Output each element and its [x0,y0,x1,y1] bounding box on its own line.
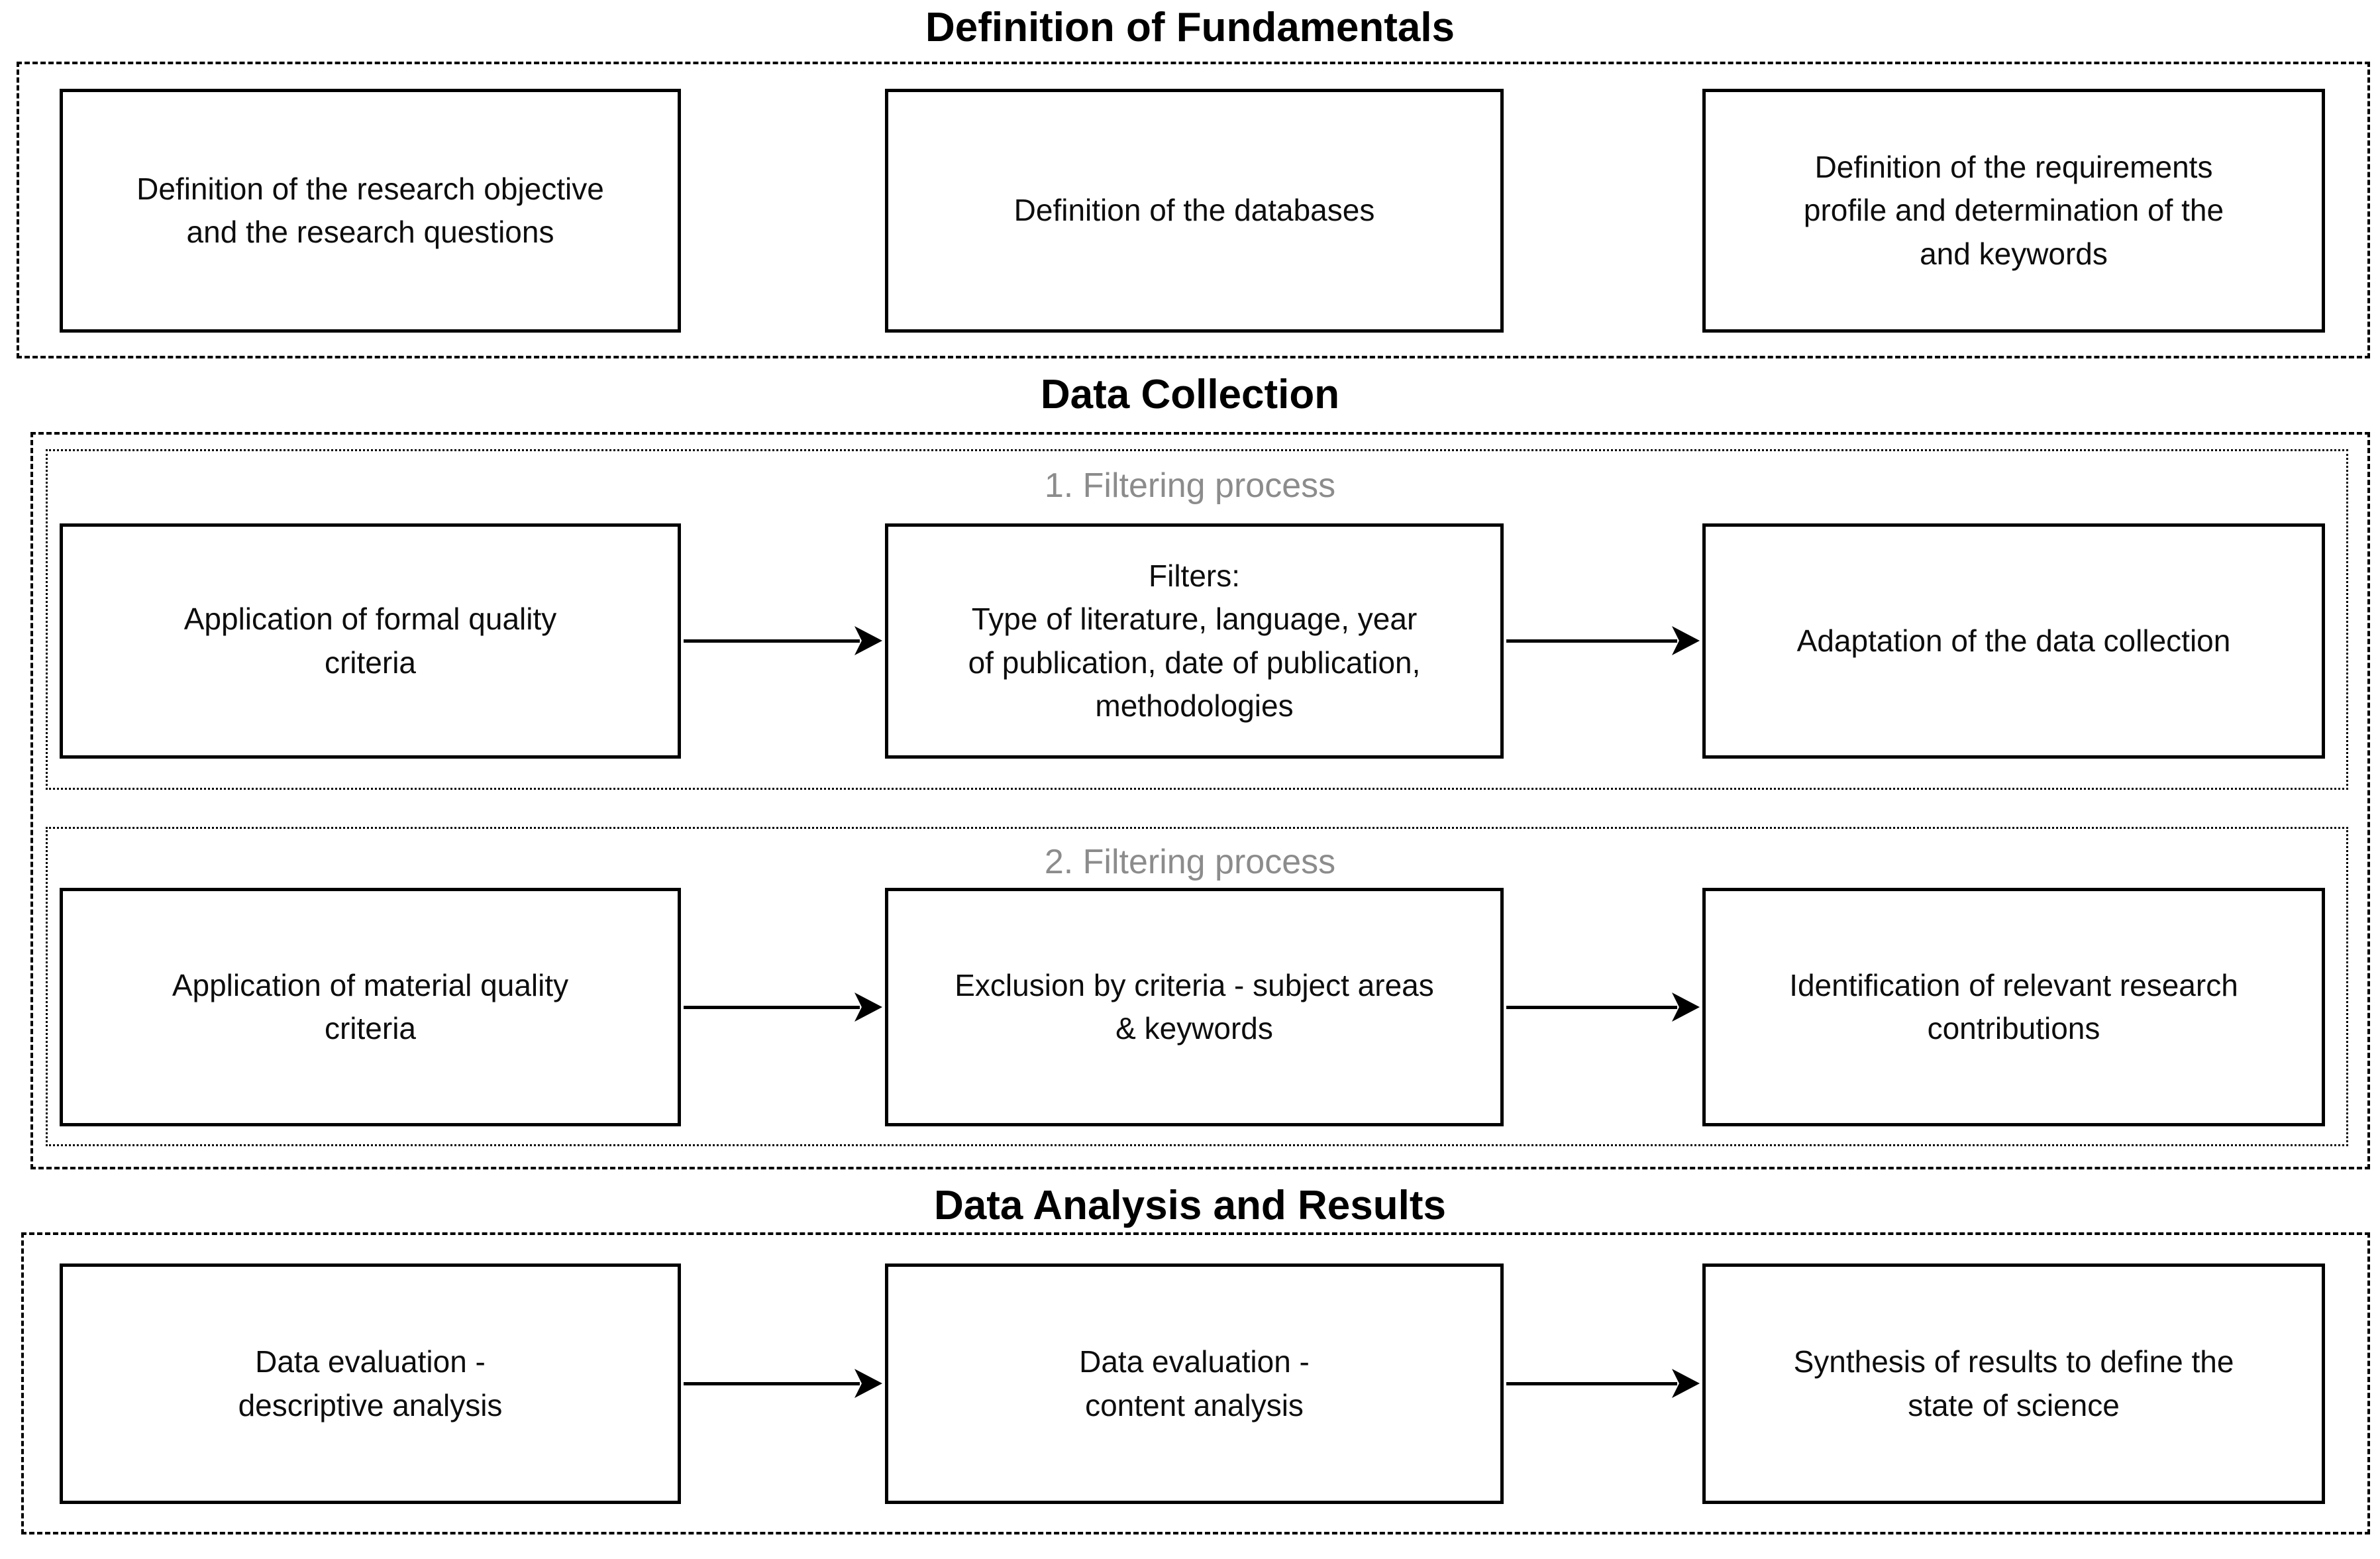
filtering-1-label: 1. Filtering process [1044,466,1336,505]
flow-arrow-icon [1506,1369,1700,1398]
section-title-analysis: Data Analysis and Results [934,1183,1446,1228]
box-requirements-profile-text: Definition of the requirements profile a… [1803,150,2224,271]
filtering-2-label: 2. Filtering process [1044,843,1336,881]
box-content-analysis: Data evaluation - content analysis [885,1263,1504,1504]
box-exclusion-criteria-text: Exclusion by criteria - subject areas & … [955,967,1434,1046]
box-relevant-contributions-text: Identification of relevant research cont… [1789,967,2238,1046]
box-formal-quality-text: Application of formal quality criteria [183,602,557,680]
arrow-line [684,639,860,643]
box-requirements-profile: Definition of the requirements profile a… [1702,89,2325,333]
box-descriptive-analysis-text: Data evaluation - descriptive analysis [238,1344,503,1423]
arrow-line [1506,1381,1677,1385]
box-filters-text: Filters: Type of literature, language, y… [968,558,1421,723]
arrow-line [684,1005,860,1009]
box-databases-text: Definition of the databases [1013,193,1375,228]
flow-arrow-icon [1506,626,1700,655]
box-adaptation-data-collection-text: Adaptation of the data collection [1796,623,2231,658]
flow-arrow-icon [684,626,882,655]
box-content-analysis-text: Data evaluation - content analysis [1079,1344,1310,1423]
box-synthesis-state-of-science-text: Synthesis of results to define the state… [1793,1344,2234,1423]
box-synthesis-state-of-science: Synthesis of results to define the state… [1702,1263,2325,1504]
arrow-line [684,1381,860,1385]
box-research-objective-text: Definition of the research objective and… [136,171,604,249]
data-collection-container [30,432,2370,1169]
box-adaptation-data-collection: Adaptation of the data collection [1702,523,2325,759]
section-title-fundamentals: Definition of Fundamentals [925,5,1455,50]
box-material-quality-text: Application of material quality criteria [172,967,569,1046]
flow-arrow-icon [684,993,882,1022]
analysis-container [21,1232,2370,1534]
box-formal-quality: Application of formal quality criteria [60,523,681,759]
flow-arrow-icon [684,1369,882,1398]
box-research-objective: Definition of the research objective and… [60,89,681,333]
box-relevant-contributions: Identification of relevant research cont… [1702,888,2325,1126]
box-material-quality: Application of material quality criteria [60,888,681,1126]
box-exclusion-criteria: Exclusion by criteria - subject areas & … [885,888,1504,1126]
box-databases: Definition of the databases [885,89,1504,333]
flow-arrow-icon [1506,993,1700,1022]
filtering-1-container [46,449,2348,790]
section-title-data-collection: Data Collection [1040,372,1340,417]
box-filters: Filters: Type of literature, language, y… [885,523,1504,759]
filtering-2-container [46,827,2348,1146]
arrow-line [1506,1005,1677,1009]
arrow-line [1506,639,1677,643]
box-descriptive-analysis: Data evaluation - descriptive analysis [60,1263,681,1504]
fundamentals-container [17,62,2370,358]
